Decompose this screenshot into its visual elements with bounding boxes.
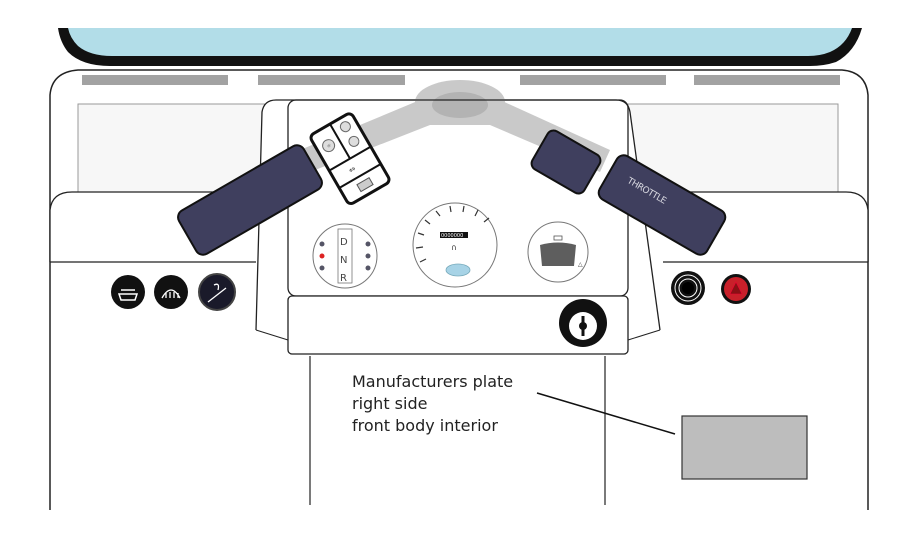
indicator-light [365,265,371,271]
ignition-switch[interactable] [559,299,607,347]
horn-button[interactable] [671,271,705,305]
gear-selector[interactable]: D N R [312,223,378,289]
lock-symbol: ∩ [451,243,457,252]
indicator-light [319,265,325,271]
hazard-button[interactable] [721,274,751,304]
manufacturers-plate [681,415,808,480]
defrost-button[interactable] [154,275,188,309]
windshield-washer-button[interactable] [111,275,145,309]
indicator-light [365,241,371,247]
callout-line-2: right side [352,394,427,413]
battery-icon [553,235,563,241]
hazard-icon [729,281,743,295]
headlight-low-switch[interactable] [347,135,361,149]
horn-switch-icon [356,176,374,193]
callout-line-3: front body interior [352,416,498,435]
brand-logo [445,263,471,277]
horn-switch[interactable] [356,176,374,193]
pedestal [309,356,606,505]
warning-triangle-icon: △ [578,261,583,268]
gear-r[interactable]: R [340,273,347,284]
gear-d[interactable]: D [340,237,348,248]
light-switch[interactable]: ☼ [320,137,336,153]
vent-3 [520,75,666,85]
defrost-icon [161,289,181,299]
vent-4 [694,75,840,85]
windshield-washer-icon [117,289,139,301]
key-slot-icon [581,316,585,336]
battery-gauge: △ [527,221,589,283]
callout-leader-line [536,392,676,435]
sun-icon: ☼ [326,143,333,150]
windshield [58,28,862,66]
steering-column [300,80,610,172]
speedometer-ticks [415,205,490,263]
headlight-high-switch[interactable] [339,120,353,134]
speedometer: 0000000 ∩ [412,202,498,288]
vent-2 [258,75,405,85]
odometer-value: 0000000 [441,233,463,239]
switch-cluster: ☼ ⇔ [309,112,391,205]
turn-signal-icon: ⇔ [347,164,358,175]
indicator-light [365,253,371,259]
odometer [440,232,468,238]
turn-signal-switch[interactable]: ⇔ [347,164,358,175]
cigarette-lighter-icon [207,283,227,303]
indicator-light [319,241,325,247]
horn-icon [682,282,694,294]
left-handlebar-grip[interactable] [175,142,325,257]
throttle-grip[interactable]: THROTTLE [596,152,728,257]
right-handlebar-inner [530,129,602,195]
windshield-glass [68,28,852,56]
vent-1 [82,75,228,85]
gear-n[interactable]: N [340,255,347,266]
lower-console [287,295,629,355]
callout-line-1: Manufacturers plate [352,372,513,391]
air-vents [82,75,840,85]
cigarette-lighter-button[interactable] [198,273,236,311]
warning-light [319,253,325,259]
dashboard-frame [49,69,869,510]
callout-label: Manufacturers plate right side front bod… [352,372,518,435]
